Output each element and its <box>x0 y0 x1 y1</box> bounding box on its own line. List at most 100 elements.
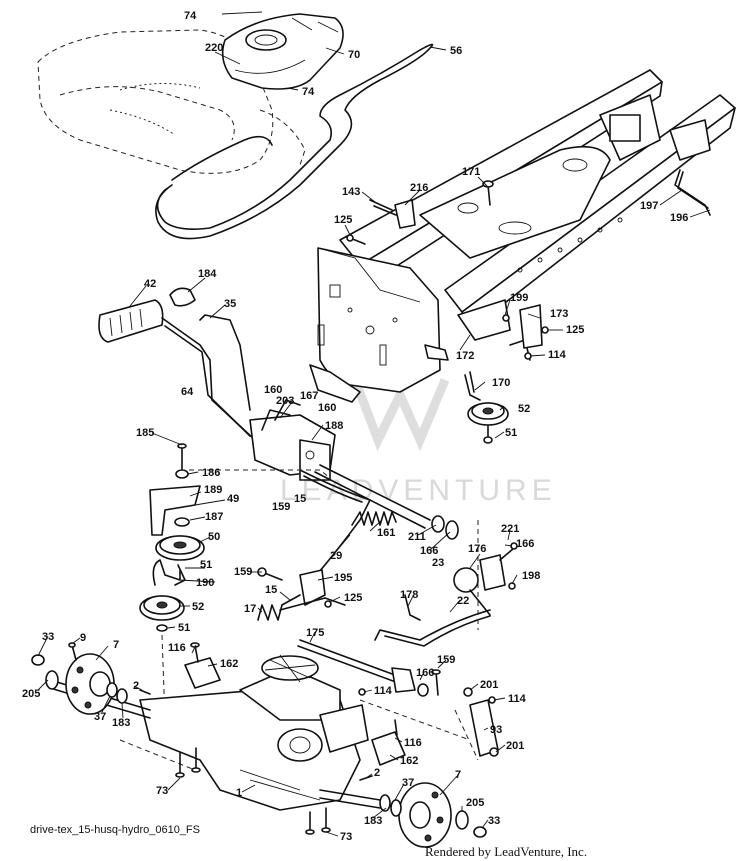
callout-label: 162 <box>220 658 238 670</box>
callout-label: 159 <box>272 501 290 513</box>
diagram-id: drive-tex_15-husq-hydro_0610_FS <box>30 824 200 836</box>
hub-right <box>379 782 487 848</box>
callout-label: 1 <box>236 787 242 799</box>
callout-label: 143 <box>342 186 360 198</box>
callouts: 74 220 70 56 74 171 216 143 197 196 125 … <box>22 10 688 843</box>
callout-label: 52 <box>518 403 530 415</box>
callout-label: 51 <box>178 622 190 634</box>
rod-22 <box>374 594 491 647</box>
callout-label: 73 <box>156 785 168 797</box>
render-credit: Rendered by LeadVenture, Inc. <box>425 844 588 859</box>
pulley-50 <box>155 535 205 561</box>
callout-label: 51 <box>505 427 517 439</box>
callout-label: 160 <box>318 402 336 414</box>
spring-161 <box>351 511 397 526</box>
callout-label: 183 <box>364 815 382 827</box>
callout-label: 114 <box>508 693 527 705</box>
callout-label: 190 <box>196 577 214 589</box>
callout-label: 42 <box>144 278 156 290</box>
rod-197 <box>674 169 711 216</box>
hub-left <box>31 642 128 715</box>
callout-label: 166 <box>416 667 434 679</box>
callout-label: 196 <box>670 212 688 224</box>
callout-label: 74 <box>184 10 197 22</box>
callout-label: 7 <box>455 769 461 781</box>
callout-label: 201 <box>480 679 498 691</box>
idler-arm-190 <box>152 559 186 586</box>
callout-label: 2 <box>374 767 380 779</box>
callout-label: 173 <box>550 308 568 320</box>
callout-label: 198 <box>522 570 540 582</box>
callout-label: 211 <box>408 531 426 543</box>
pulley-52-left <box>139 595 185 632</box>
callout-label: 160 <box>264 384 282 396</box>
callout-label: 205 <box>466 797 484 809</box>
callout-label: 51 <box>200 559 212 571</box>
callout-label: 221 <box>501 523 519 535</box>
callout-label: 116 <box>404 737 422 749</box>
callout-label: 22 <box>457 595 469 607</box>
bolts-73 <box>175 747 331 835</box>
bracket-216 <box>369 199 416 229</box>
callout-label: 188 <box>325 420 343 432</box>
callout-label: 93 <box>490 724 502 736</box>
arm-170 <box>464 371 481 401</box>
pin-171 <box>482 180 494 206</box>
watermark-logo <box>350 378 450 452</box>
callout-label: 56 <box>450 45 462 57</box>
callout-label: 216 <box>410 182 428 194</box>
callout-label: 205 <box>22 688 40 700</box>
callout-label: 162 <box>400 755 418 767</box>
bracket-195 <box>279 569 346 611</box>
callout-label: 125 <box>566 324 584 336</box>
callout-label: 2 <box>133 680 139 692</box>
leader-lines <box>37 11 711 837</box>
callout-label: 183 <box>112 717 130 729</box>
callout-label: 33 <box>42 631 54 643</box>
callout-label: 17 <box>244 603 256 615</box>
seat <box>37 29 306 174</box>
callout-label: 166 <box>516 538 534 550</box>
bracket-172 <box>457 299 549 361</box>
callout-label: 201 <box>506 740 524 752</box>
callout-label: 52 <box>192 601 204 613</box>
callout-label: 185 <box>136 427 154 439</box>
front-plate <box>309 247 449 403</box>
control-lever-23 <box>453 542 518 616</box>
callout-label: 171 <box>462 166 480 178</box>
callout-label: 23 <box>432 557 444 569</box>
callout-label: 114 <box>548 349 567 361</box>
callout-label: 33 <box>488 815 500 827</box>
callout-label: 167 <box>300 390 318 402</box>
callout-label: 74 <box>302 86 315 98</box>
callout-label: 166 <box>420 545 438 557</box>
plate-93 <box>463 687 499 757</box>
callout-label: 9 <box>80 632 86 644</box>
pulley-52-right <box>467 402 509 444</box>
callout-label: 175 <box>306 627 324 639</box>
guide-lines <box>119 469 479 771</box>
shift-lever-assembly <box>98 287 276 446</box>
callout-label: 125 <box>334 214 352 226</box>
callout-label: 15 <box>265 584 277 596</box>
drive-belt <box>155 43 434 240</box>
callout-label: 203 <box>276 395 294 407</box>
callout-label: 50 <box>208 531 220 543</box>
callout-label: 220 <box>205 42 223 54</box>
shaft-175 <box>297 639 441 697</box>
bracket-162-right <box>371 719 406 766</box>
callout-label: 197 <box>640 200 658 212</box>
callout-label: 73 <box>340 831 352 843</box>
callout-label: 125 <box>344 592 362 604</box>
callout-label: 114 <box>374 685 393 697</box>
callout-label: 161 <box>377 527 395 539</box>
callout-label: 116 <box>168 642 186 654</box>
console-cover <box>221 13 344 90</box>
callout-label: 199 <box>510 292 528 304</box>
callout-label: 37 <box>402 777 414 789</box>
bracket-162-left <box>184 642 221 689</box>
transaxle <box>49 654 381 811</box>
rod-29 <box>299 469 371 581</box>
callout-label: 186 <box>202 467 220 479</box>
